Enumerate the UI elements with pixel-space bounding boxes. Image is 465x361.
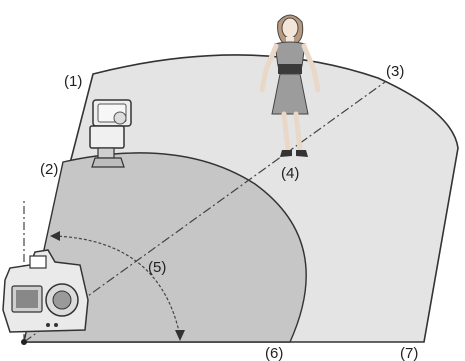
label-7: (7)	[400, 345, 418, 361]
label-6: (6)	[265, 345, 283, 361]
arc-arrow-left	[50, 231, 60, 241]
label-1: (1)	[64, 73, 82, 90]
label-4: (4)	[281, 165, 299, 182]
origin-point	[21, 339, 27, 345]
angle-arc	[53, 235, 181, 337]
label-2: (2)	[40, 161, 58, 178]
speedlite-flash-icon	[89, 99, 132, 168]
inner-range-zone	[23, 152, 307, 343]
label-5: (5)	[148, 259, 166, 276]
standing-person-icon	[259, 14, 321, 157]
dslr-camera-icon	[2, 249, 89, 333]
label-3: (3)	[386, 63, 404, 80]
arc-arrow-down	[175, 330, 185, 341]
